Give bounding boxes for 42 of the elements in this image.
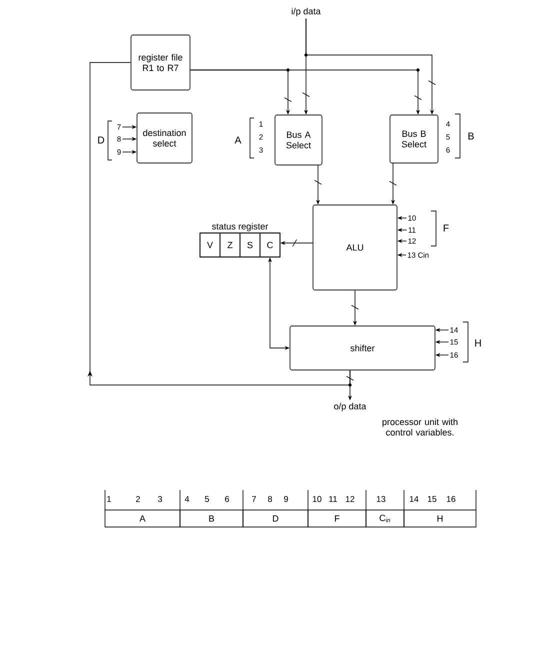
bracket-label: A	[234, 136, 242, 144]
bit-number: 10	[312, 496, 322, 502]
table-cell: B	[180, 510, 244, 528]
register-cell: Z	[220, 232, 240, 258]
bit-number: 9	[284, 496, 288, 502]
bit-number: 16	[446, 496, 456, 502]
register-cell: V	[200, 232, 220, 258]
table-cell: F	[308, 510, 366, 528]
bit-number: 11	[329, 496, 337, 502]
bit-number: 15	[428, 496, 436, 502]
bit-number: 5	[204, 496, 209, 502]
arrow	[87, 62, 350, 386]
bracket-label: D	[98, 136, 104, 144]
shifter-box: shifter	[290, 326, 436, 370]
bit-number: 12	[346, 496, 354, 502]
data-label: o/p data	[334, 402, 366, 412]
bracket-label: H	[475, 340, 481, 346]
register-cell: C	[260, 232, 280, 258]
bit-number: 8	[268, 496, 272, 502]
bit-number: 6	[225, 496, 229, 502]
select-box: Bus A Select	[274, 114, 322, 166]
bit-number: 4	[184, 496, 190, 502]
select-box: Bus B Select	[390, 114, 438, 164]
bit-number: 7	[252, 496, 256, 502]
table-cell: C$_{in}$	[366, 510, 404, 528]
node-label: status register	[212, 222, 268, 232]
bracket-label: B	[468, 132, 474, 140]
caption: processor unit with control variables.	[382, 418, 458, 436]
alu-box: ALU	[312, 204, 398, 290]
bit-number: 2	[136, 496, 140, 502]
bit-number: 3	[158, 496, 162, 502]
register-file-box: register file R1 to R7	[130, 34, 190, 90]
bit-number: 13	[376, 496, 386, 502]
table-cell: A	[104, 510, 180, 528]
data-label: i/p data	[292, 8, 321, 16]
select-box: destination select	[136, 112, 192, 164]
bit-number: 1	[107, 496, 111, 502]
bracket-label: F	[444, 224, 449, 232]
bit-number: 14	[410, 496, 418, 502]
table-cell: H	[404, 510, 476, 528]
register-cell: S	[240, 232, 260, 258]
table-cell: D	[242, 510, 308, 528]
